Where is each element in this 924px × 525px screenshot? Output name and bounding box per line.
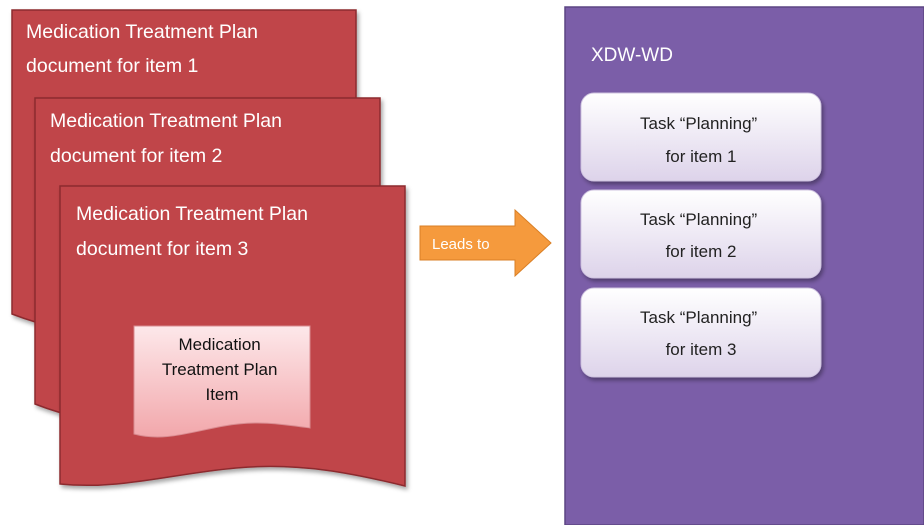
task-box xyxy=(580,287,822,378)
task-card-1: Task “Planning” for item 1 xyxy=(580,92,822,182)
item-document: Medication Treatment Plan Item xyxy=(133,325,311,438)
document-title: Medication Treatment Plan xyxy=(50,110,282,132)
document-subtitle: document for item 2 xyxy=(50,145,222,167)
item-document-line-2: Treatment Plan xyxy=(162,360,278,379)
svg-text:Medication Treatment Plan: Medication Treatment Plan document for i… xyxy=(76,203,313,260)
document-title: Medication Treatment Plan xyxy=(26,21,258,43)
svg-text:Medication Treatment Pla: Medication Treatment Plan Item xyxy=(162,335,282,404)
task-sublabel: for item 1 xyxy=(666,147,737,166)
task-label: Task “Planning” xyxy=(640,114,758,133)
item-document-line-3: Item xyxy=(205,385,238,404)
task-box xyxy=(580,189,822,279)
task-box xyxy=(580,92,822,182)
task-sublabel: for item 3 xyxy=(666,340,737,359)
item-document-line-1: Medication xyxy=(179,335,261,354)
task-label: Task “Planning” xyxy=(640,308,758,327)
document-subtitle: document for item 3 xyxy=(76,238,248,260)
svg-text:Task “Planning” for item: Task “Planning” for item 3 xyxy=(640,308,762,359)
task-label: Task “Planning” xyxy=(640,210,758,229)
svg-text:Task “Planning” for item: Task “Planning” for item 1 xyxy=(640,114,762,166)
leads-to-arrow: Leads to xyxy=(419,208,552,278)
item-document-shape xyxy=(133,325,311,438)
document-subtitle: document for item 1 xyxy=(26,55,198,77)
arrow-label: Leads to xyxy=(432,236,490,253)
svg-text:Medication Treatment Plan: Medication Treatment Plan document for i… xyxy=(26,21,263,77)
arrow-shape xyxy=(419,208,552,278)
document-title: Medication Treatment Plan xyxy=(76,203,308,225)
task-card-3: Task “Planning” for item 3 xyxy=(580,287,822,378)
svg-text:Medication Treatment Plan: Medication Treatment Plan document for i… xyxy=(50,110,287,167)
svg-text:Task “Planning” for item: Task “Planning” for item 2 xyxy=(640,210,762,261)
workflow-title: XDW-WD xyxy=(591,45,673,66)
task-sublabel: for item 2 xyxy=(666,242,737,261)
task-card-2: Task “Planning” for item 2 xyxy=(580,189,822,279)
